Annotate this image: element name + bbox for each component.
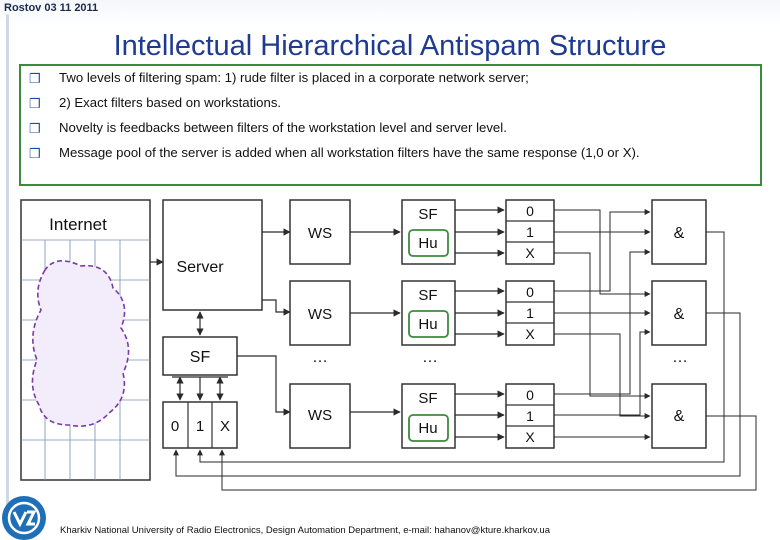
ws-label: WS xyxy=(308,407,332,424)
workstation-row-3: WS SF Hu 0 1 X & xyxy=(289,383,707,449)
pool-box xyxy=(162,401,238,449)
footer-text: Kharkiv National University of Radio Ele… xyxy=(60,525,550,536)
bullet-item: ❒2) Exact filters based on workstations. xyxy=(29,95,282,111)
slide-title: Intellectual Hierarchical Antispam Struc… xyxy=(113,30,667,62)
server-label: Server xyxy=(176,259,224,276)
university-logo-icon xyxy=(2,496,46,540)
server-filter-box xyxy=(162,336,238,376)
server-box xyxy=(162,199,263,311)
output-cell: X xyxy=(525,245,535,261)
and-gate-label: & xyxy=(674,225,685,242)
output-cell: 0 xyxy=(526,203,534,219)
output-cell: X xyxy=(525,326,535,342)
output-cell: X xyxy=(525,429,535,445)
bullet-item: ❒Novelty is feedbacks between filters of… xyxy=(29,120,507,136)
internet-panel: Internet xyxy=(20,199,151,481)
sf-label: SF xyxy=(418,390,437,407)
sf-label: SF xyxy=(418,206,437,223)
square-bullet-icon: ❒ xyxy=(29,146,41,161)
pool-cell: 0 xyxy=(171,418,179,435)
internet-label: Internet xyxy=(49,215,107,234)
and-gate-label: & xyxy=(674,408,685,425)
pool-cell: 1 xyxy=(196,418,204,435)
hu-label: Hu xyxy=(418,316,437,333)
ws-box xyxy=(289,383,351,449)
ws-box xyxy=(289,199,351,265)
workstation-row-1: WS SF Hu 0 1 X & xyxy=(289,199,707,265)
square-bullet-icon: ❒ xyxy=(29,121,41,136)
server-filter-label: SF xyxy=(190,349,211,366)
hu-box xyxy=(408,414,449,442)
output-cell: 1 xyxy=(526,224,534,240)
sf-label: SF xyxy=(418,287,437,304)
bullet-item: ❒Two levels of filtering spam: 1) rude f… xyxy=(29,70,529,86)
hu-box xyxy=(408,229,449,257)
and-gate xyxy=(651,383,707,449)
ws-label: WS xyxy=(308,225,332,242)
left-rule xyxy=(6,14,9,514)
bullet-item: ❒Message pool of the server is added whe… xyxy=(29,145,640,161)
square-bullet-icon: ❒ xyxy=(29,96,41,111)
ellipsis: … xyxy=(672,349,688,366)
and-gate xyxy=(651,280,707,346)
hu-label: Hu xyxy=(418,420,437,437)
output-box xyxy=(505,383,555,449)
output-box xyxy=(505,280,555,346)
bullet-box: ❒Two levels of filtering spam: 1) rude f… xyxy=(19,64,762,186)
output-cell: 1 xyxy=(526,305,534,321)
cloud-icon xyxy=(31,260,130,427)
and-gate-label: & xyxy=(674,306,685,323)
header-band xyxy=(0,0,780,26)
and-gate xyxy=(651,199,707,265)
output-cell: 0 xyxy=(526,284,534,300)
pool-cell: X xyxy=(220,418,230,435)
output-cell: 1 xyxy=(526,408,534,424)
ellipsis: … xyxy=(422,349,438,366)
hu-box xyxy=(408,310,449,338)
ellipsis-row: … … … xyxy=(312,349,688,366)
ws-label: WS xyxy=(308,306,332,323)
output-box xyxy=(505,199,555,265)
workstation-row-2: WS SF Hu 0 1 X & xyxy=(289,280,707,346)
ellipsis: … xyxy=(312,349,328,366)
hu-label: Hu xyxy=(418,235,437,252)
ws-box xyxy=(289,280,351,346)
date-label: Rostov 03 11 2011 xyxy=(4,2,99,14)
output-cell: 0 xyxy=(526,387,534,403)
square-bullet-icon: ❒ xyxy=(29,71,41,86)
